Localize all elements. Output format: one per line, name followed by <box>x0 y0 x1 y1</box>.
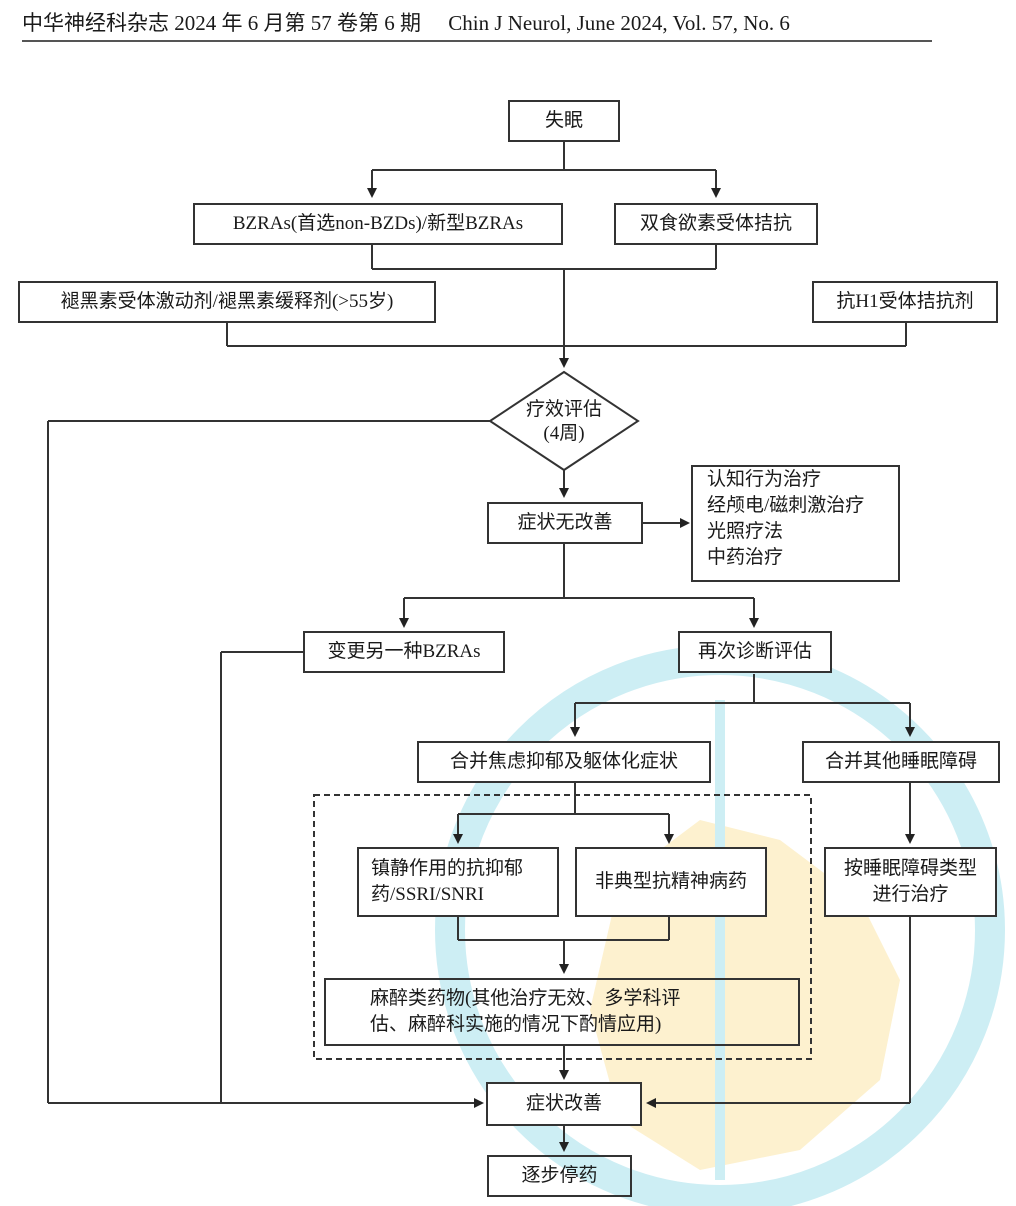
antidepressant-line: 药/SSRI/SNRI <box>371 884 484 905</box>
node-non-drug-therapies: 认知行为治疗 经颅电/磁刺激治疗 光照疗法 中药治疗 <box>691 465 900 582</box>
node-h1-antagonist: 抗H1受体拮抗剂 <box>812 281 998 323</box>
node-melatonin: 褪黑素受体激动剂/褪黑素缓释剂(>55岁) <box>18 281 436 323</box>
non-drug-item: 认知行为治疗 <box>707 469 822 490</box>
journal-title-en: Chin J Neurol, June 2024, Vol. 57, No. 6 <box>448 11 790 35</box>
journal-header: 中华神经科杂志 2024 年 6 月第 57 卷第 6 期 Chin J Neu… <box>22 6 932 42</box>
antidepressant-line: 镇静作用的抗抑郁 <box>371 858 524 879</box>
node-taper: 逐步停药 <box>487 1155 632 1197</box>
anesthetic-line: 估、麻醉科实施的情况下酌情应用) <box>370 1014 662 1035</box>
dashed-group <box>313 794 812 1060</box>
node-bzras: BZRAs(首选non-BZDs)/新型BZRAs <box>193 203 563 245</box>
evaluation-label: 疗效评估 <box>525 399 602 420</box>
node-no-improvement: 症状无改善 <box>487 502 643 544</box>
non-drug-item: 经颅电/磁刺激治疗 <box>707 495 865 516</box>
node-atypical-antipsychotics: 非典型抗精神病药 <box>575 847 767 917</box>
anesthetic-line: 麻醉类药物(其他治疗无效、多学科评 <box>370 988 681 1009</box>
sleep-type-line: 进行治疗 <box>872 884 949 905</box>
sleep-type-line: 按睡眠障碍类型 <box>843 858 977 879</box>
non-drug-item: 中药治疗 <box>707 547 784 568</box>
node-other-sleep-disorders: 合并其他睡眠障碍 <box>802 741 1000 783</box>
journal-title-cn: 中华神经科杂志 2024 年 6 月第 57 卷第 6 期 <box>22 11 421 35</box>
non-drug-item: 光照疗法 <box>707 521 784 542</box>
node-efficacy-evaluation: 疗效评估 (4周) <box>500 398 628 446</box>
evaluation-duration: (4周) <box>543 423 585 444</box>
node-orexin: 双食欲素受体拮抗 <box>614 203 818 245</box>
node-sleep-type-treatment: 按睡眠障碍类型 进行治疗 <box>824 847 997 917</box>
node-change-bzras: 变更另一种BZRAs <box>303 631 505 673</box>
node-rediagnose: 再次诊断评估 <box>678 631 832 673</box>
node-antidepressants: 镇静作用的抗抑郁 药/SSRI/SNRI <box>357 847 559 917</box>
node-insomnia: 失眠 <box>508 100 620 142</box>
node-improvement: 症状改善 <box>486 1082 642 1126</box>
node-anxiety-depression: 合并焦虑抑郁及躯体化症状 <box>417 741 711 783</box>
node-anesthetics: 麻醉类药物(其他治疗无效、多学科评 估、麻醉科实施的情况下酌情应用) <box>324 978 800 1046</box>
